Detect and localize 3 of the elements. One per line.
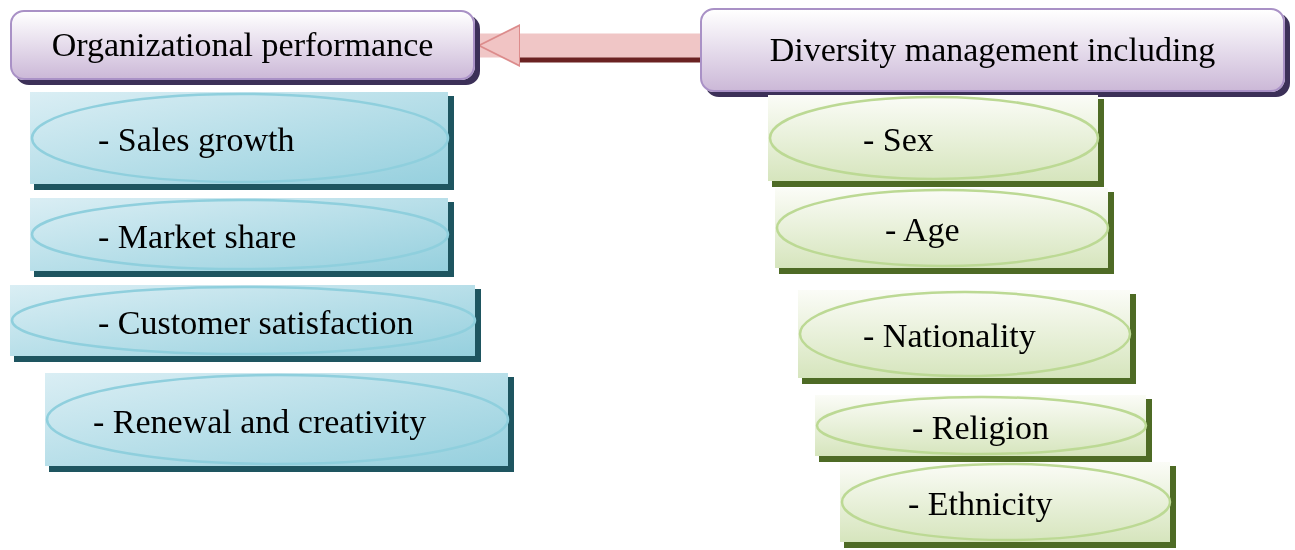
heading-text: Diversity management including	[769, 31, 1216, 69]
block-arrow	[478, 24, 700, 67]
heading-text: Organizational performance	[51, 26, 434, 64]
